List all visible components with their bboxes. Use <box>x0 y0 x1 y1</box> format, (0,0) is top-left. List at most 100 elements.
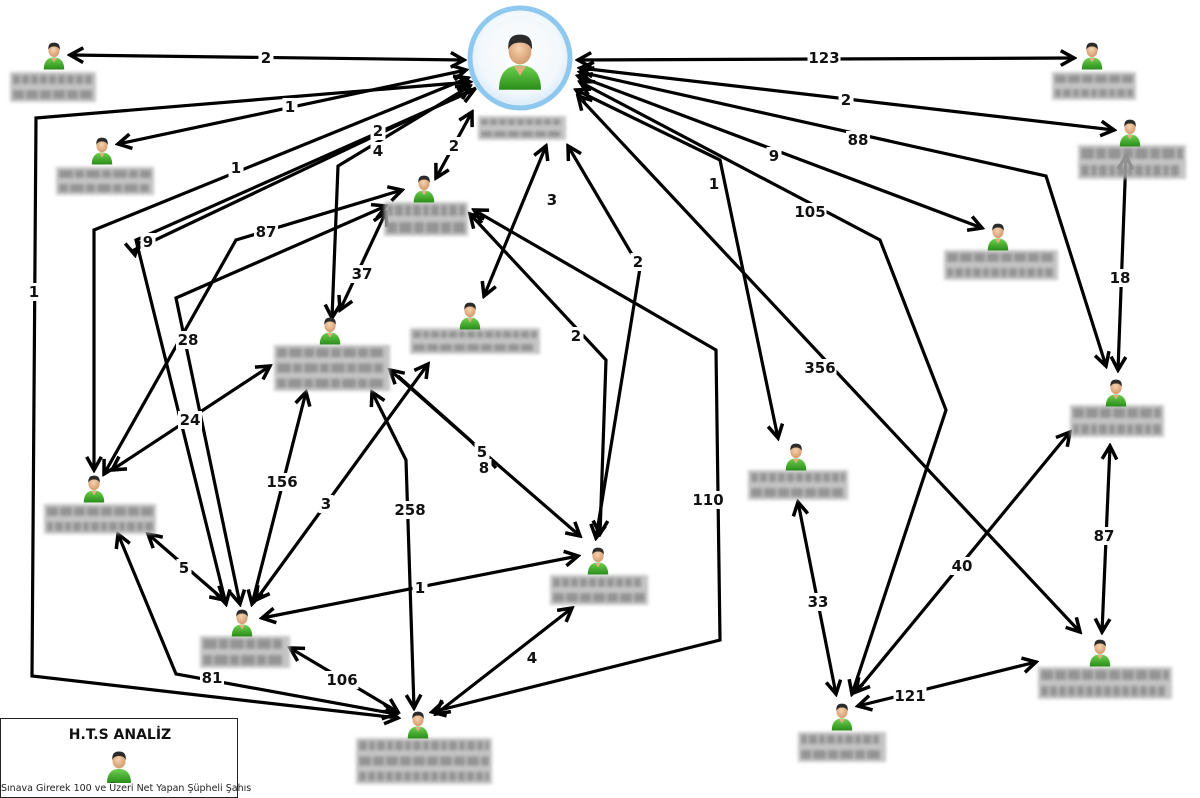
person-icon <box>43 42 65 70</box>
edge-arrow <box>372 392 414 708</box>
node-n-right-mid[interactable] <box>748 443 848 500</box>
edge-label-bg <box>370 142 386 160</box>
edge-label: 18 <box>1110 269 1131 287</box>
edge-label: 123 <box>808 49 839 67</box>
edge-label: 5 <box>477 443 487 461</box>
edge-label-bg <box>807 49 841 67</box>
edge-label: 4 <box>373 142 383 160</box>
edge-label: 2 <box>373 122 383 140</box>
edge-label-bg <box>393 501 427 519</box>
redacted-name <box>356 738 492 784</box>
person-icon <box>831 703 853 731</box>
edge-label-bg <box>476 459 492 477</box>
edge-label: 156 <box>266 473 297 491</box>
edge-label-bg <box>766 147 782 165</box>
edge-label-bg <box>318 495 334 513</box>
redacted-name <box>798 732 886 762</box>
person-icon <box>1081 42 1103 70</box>
edge-arrow <box>858 662 1036 706</box>
node-center[interactable] <box>467 5 573 140</box>
edge-label-bg <box>140 233 156 251</box>
person-icon <box>1105 379 1127 407</box>
edge-label: 37 <box>352 265 373 283</box>
node-n-bottom[interactable] <box>356 711 492 784</box>
node-n-bottom-right-1[interactable] <box>798 703 886 762</box>
person-icon <box>107 751 131 783</box>
edge-label: 24 <box>180 411 201 429</box>
edge-label: 2 <box>449 137 459 155</box>
person-icon <box>987 223 1009 251</box>
edge-label: 87 <box>1094 527 1115 545</box>
edge-label-bg <box>568 327 584 345</box>
edge-arrow <box>252 392 306 604</box>
edge-label: 8 <box>479 459 489 477</box>
edge-label-bg <box>1092 527 1116 545</box>
redacted-name <box>1052 72 1136 100</box>
node-n-left-2[interactable] <box>56 137 154 195</box>
person-icon <box>1089 639 1111 667</box>
node-n-upper-mid[interactable] <box>384 175 468 236</box>
redacted-name <box>44 504 156 534</box>
redacted-name <box>274 345 390 391</box>
edge-label: 4 <box>527 649 537 667</box>
edge-label-bg <box>200 669 224 687</box>
edge-label-bg <box>350 265 374 283</box>
person-icon <box>231 609 253 637</box>
edge-label: 2 <box>633 253 643 271</box>
redacted-name <box>56 167 154 195</box>
edge-arrow <box>174 206 386 604</box>
edge-label-bg <box>265 473 299 491</box>
edge-label-bg <box>544 191 560 209</box>
node-n-left-low[interactable] <box>44 475 156 534</box>
edge-label-bg <box>630 253 646 271</box>
redacted-name <box>944 250 1058 280</box>
person-icon <box>1119 119 1141 147</box>
edge-arrow <box>470 214 606 534</box>
node-n-lower-left[interactable] <box>200 609 290 668</box>
edge-label-bg <box>254 223 278 241</box>
node-n-right-3[interactable] <box>1078 119 1186 179</box>
node-n-mid[interactable] <box>410 302 540 354</box>
redacted-name <box>1078 145 1186 179</box>
node-n-mid-left[interactable] <box>274 317 390 391</box>
edge-label-bg <box>893 687 927 705</box>
edge-label-bg <box>26 283 42 301</box>
redacted-name <box>1070 405 1164 437</box>
node-n-lower-mid[interactable] <box>550 547 648 605</box>
legend-caption: Sınava Girerek 100 ve Üzeri Net Yapan Şü… <box>1 783 252 794</box>
node-n-bottom-right-2[interactable] <box>1038 639 1172 699</box>
redacted-name <box>410 328 540 354</box>
edge-label-bg <box>691 491 725 509</box>
edge-label-bg <box>258 49 274 67</box>
node-n-right-2[interactable] <box>944 223 1058 280</box>
legend-box: H.T.S ANALİZ Sınava Girerek 100 ve Üzeri… <box>0 718 252 798</box>
edge-label-bg <box>793 203 827 221</box>
edge-label-bg <box>325 671 359 689</box>
redacted-name <box>1038 667 1172 699</box>
edge-label: 1 <box>415 579 425 597</box>
person-icon <box>407 711 429 739</box>
node-n-top-left[interactable] <box>10 42 96 102</box>
edge-label-bg <box>412 579 428 597</box>
node-n-right-4[interactable] <box>1070 379 1164 437</box>
edge-label-bg <box>950 557 974 575</box>
edge-label-bg <box>838 91 854 109</box>
edge-label-bg <box>370 122 386 140</box>
edge-label-bg <box>803 359 837 377</box>
edge-label-bg <box>176 331 200 349</box>
edge-label: 9 <box>143 233 153 251</box>
edge-label: 81 <box>202 669 223 687</box>
edge-label-bg <box>846 131 870 149</box>
edge-label: 1 <box>709 175 719 193</box>
edge-label-bg <box>446 137 462 155</box>
edge-label: 1 <box>231 159 241 177</box>
redacted-name <box>10 72 96 102</box>
edge-label-bg <box>524 649 540 667</box>
edge-arrow <box>1118 156 1126 370</box>
node-n-top-right[interactable] <box>1052 42 1136 100</box>
edge-label: 3 <box>547 191 557 209</box>
redacted-name <box>384 202 468 236</box>
edge-label-bg <box>1108 269 1132 287</box>
edge-label: 121 <box>894 687 925 705</box>
